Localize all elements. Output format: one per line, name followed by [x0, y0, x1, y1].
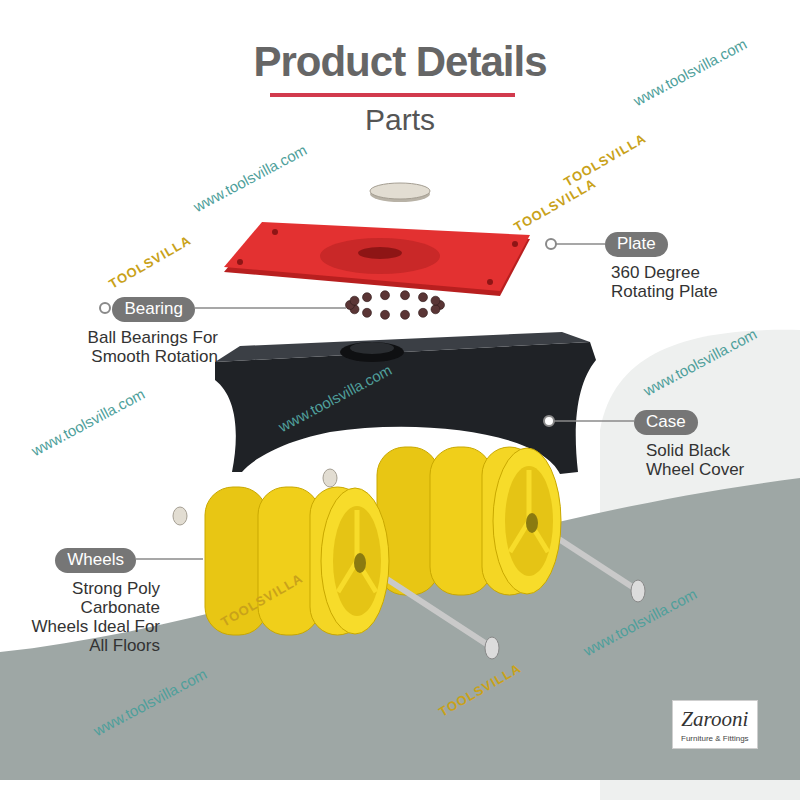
ball-bearing: [401, 291, 410, 300]
wheel-hub: [505, 466, 553, 576]
callout-label: Plate 360 Degree Rotating Plate: [605, 232, 751, 301]
ball-bearing: [419, 293, 428, 302]
screw-hole: [272, 229, 278, 235]
leader-line: [555, 243, 605, 245]
ball-bearing: [401, 310, 410, 319]
callout-label: BearingBall Bearings For Smooth Rotation: [58, 297, 218, 366]
screw-hole: [487, 279, 493, 285]
logo-frame: ZarooniFurniture & Fittings: [672, 700, 758, 749]
ball-bearing: [431, 296, 440, 305]
washer: [370, 183, 430, 199]
wheel-spoke: [510, 521, 529, 552]
watermark: TOOLSVILLA: [106, 232, 193, 291]
watermark: www.toolsvilla.com: [630, 35, 749, 109]
leader-line: [553, 420, 634, 422]
wheel-hub: [333, 506, 381, 616]
watermark: TOOLSVILLA: [511, 175, 598, 234]
washer: [173, 507, 187, 525]
leader-line: [195, 307, 346, 309]
watermark: www.toolsvilla.com: [580, 585, 699, 659]
wheel-face: [493, 448, 561, 594]
callout-label: WheelsStrong Poly Carbonate Wheels Ideal…: [28, 548, 160, 655]
part-description: Strong Poly Carbonate Wheels Ideal For A…: [28, 579, 160, 655]
leader-dot: [100, 303, 110, 313]
plate-hole: [358, 247, 402, 259]
watermark: www.toolsvilla.com: [275, 361, 394, 435]
ball-bearing: [350, 296, 359, 305]
watermark: www.toolsvilla.com: [28, 385, 147, 459]
part-name: Wheels: [28, 548, 160, 573]
washer: [323, 469, 337, 487]
part-description: Ball Bearings For Smooth Rotation: [58, 328, 218, 366]
axle-hole: [526, 513, 538, 533]
ball-bearing: [363, 308, 372, 317]
rotating-plate: [224, 222, 530, 291]
case-boss: [340, 342, 404, 362]
axle-head: [631, 580, 645, 602]
watermark: TOOLSVILLA: [561, 130, 648, 189]
screw-hole: [237, 259, 243, 265]
part-pill: Case: [634, 410, 698, 435]
ball-bearing: [381, 291, 390, 300]
leader-line: [136, 558, 203, 560]
part-pill: Plate: [605, 232, 668, 257]
axle-hole: [354, 553, 366, 573]
wheel-spoke: [338, 561, 357, 592]
part-description: Solid Black Wheel Cover: [646, 441, 768, 479]
watermark: www.toolsvilla.com: [640, 325, 759, 399]
leader-dot: [544, 416, 554, 426]
watermark: www.toolsvilla.com: [190, 141, 309, 215]
callout-label: CaseSolid Black Wheel Cover: [634, 410, 768, 479]
watermark: TOOLSVILLA: [218, 570, 305, 629]
ball-bearing: [431, 305, 440, 314]
axle-head: [485, 637, 499, 659]
part-name: Case: [634, 410, 768, 435]
case-top: [215, 332, 590, 362]
ball-bearing: [363, 293, 372, 302]
brand-name: Zarooni: [681, 707, 749, 732]
logo-box: ZarooniFurniture & Fittings: [672, 700, 758, 749]
part-name: Bearing: [58, 297, 218, 322]
part-pill: Wheels: [55, 548, 136, 573]
part-pill: Bearing: [112, 297, 195, 322]
leader-dot: [546, 239, 556, 249]
subtitle: Parts: [365, 103, 435, 137]
wheel-face: [321, 488, 389, 634]
title-underline: [270, 93, 515, 97]
case-boss: [350, 342, 394, 354]
watermark: www.toolsvilla.com: [90, 665, 209, 739]
watermark: TOOLSVILLA: [436, 660, 523, 719]
ball-bearing: [381, 310, 390, 319]
ball-bearing: [419, 308, 428, 317]
plate-boss: [320, 238, 440, 274]
part-name: Plate: [605, 232, 751, 257]
screw-hole: [512, 241, 518, 247]
part-description: 360 Degree Rotating Plate: [611, 263, 751, 301]
brand-tagline: Furniture & Fittings: [681, 734, 749, 743]
